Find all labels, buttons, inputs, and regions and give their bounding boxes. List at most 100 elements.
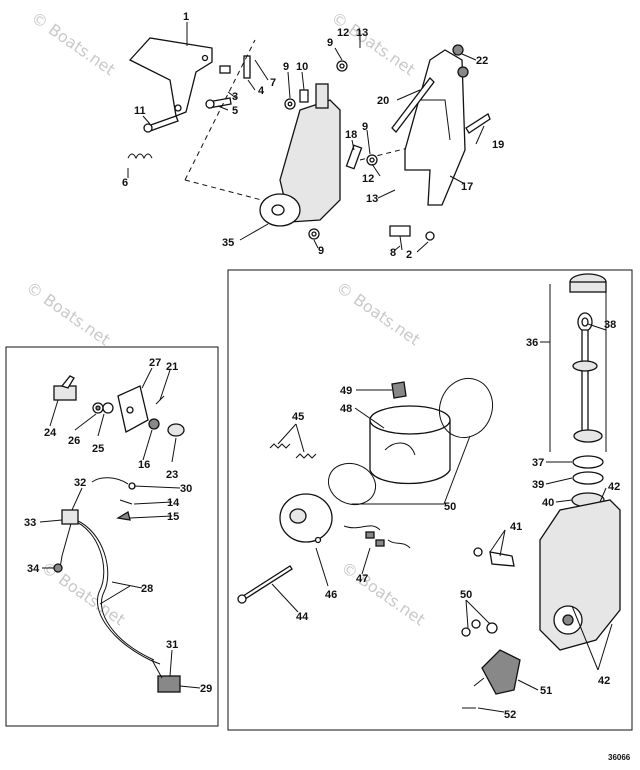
washer: [473, 547, 483, 557]
armature-shaft: [473, 677, 485, 687]
clip: [116, 510, 131, 521]
part-label: 1: [183, 11, 189, 23]
washer: [461, 627, 471, 637]
screw: [119, 499, 133, 505]
part-label: 3: [232, 91, 238, 103]
part-label: 12: [362, 173, 374, 185]
part-label: 38: [604, 319, 616, 331]
through-bolt: [239, 565, 293, 602]
part-label: 22: [476, 55, 488, 67]
brush: [365, 531, 375, 539]
part-label: 45: [292, 411, 304, 423]
brush: [375, 539, 385, 547]
bolt: [465, 113, 491, 134]
part-label: 23: [166, 469, 178, 481]
washer-hole: [369, 157, 375, 163]
reference-code: 36066: [608, 753, 631, 762]
motor-can-wire: [384, 442, 416, 456]
motor-can-rim: [369, 405, 451, 435]
part-label: 31: [166, 639, 178, 651]
nut: [102, 402, 114, 414]
part-label: 18: [345, 129, 357, 141]
watermark: © Boats.net: [28, 8, 119, 80]
part-label: 20: [377, 95, 389, 107]
toggle-switch: [53, 385, 77, 401]
gasket: [439, 377, 493, 439]
end-cap-hole: [314, 536, 322, 544]
part-label: 52: [504, 709, 516, 721]
o-ring: [572, 455, 604, 469]
part-label: 46: [325, 589, 337, 601]
screw-head: [205, 99, 215, 109]
part-label: 48: [340, 403, 352, 415]
wire: [59, 519, 73, 569]
part-label: 13: [356, 27, 368, 39]
brush-wire: [387, 539, 411, 549]
terminal: [53, 563, 63, 573]
spring: [127, 153, 153, 160]
nut: [219, 65, 231, 74]
part-label: 42: [598, 675, 610, 687]
bolt-head: [389, 225, 411, 237]
bolt-head: [237, 594, 247, 604]
tilt-bracket: [404, 49, 466, 206]
part-label: 42: [608, 481, 620, 493]
bracket-hole: [174, 104, 182, 112]
part-label: 9: [283, 61, 289, 73]
part-label: 33: [24, 517, 36, 529]
part-label: 37: [532, 457, 544, 469]
part-label: 9: [318, 245, 324, 257]
pump-body: [279, 99, 341, 223]
plate-hole: [126, 406, 134, 414]
wire: [91, 477, 129, 485]
connector: [61, 509, 79, 525]
part-label: 21: [166, 361, 178, 373]
part-label: 50: [460, 589, 472, 601]
part-label: 35: [222, 237, 234, 249]
part-label: 24: [44, 427, 57, 439]
part-numbers: 1 2 3 4 5 6 7 8 9 9 9 9 10 11 12 12 13 1…: [24, 11, 631, 762]
washer: [425, 231, 435, 241]
part-label: 28: [141, 583, 153, 595]
watermark: © Boats.net: [338, 558, 429, 630]
part-label: 40: [542, 497, 554, 509]
part-label: 11: [134, 105, 146, 117]
part-label: 8: [390, 247, 396, 259]
pin: [345, 144, 363, 170]
wiring-panel-frame: [5, 346, 219, 727]
spring: [295, 453, 317, 459]
end-cap-boss: [289, 508, 307, 524]
part-label: 25: [92, 443, 104, 455]
screw-head: [143, 123, 153, 133]
gear: [562, 614, 574, 626]
part-label: 19: [492, 139, 504, 151]
part-label: 12: [337, 27, 349, 39]
part-label: 29: [200, 683, 212, 695]
right-leaders: [271, 323, 613, 713]
part-label: 50: [444, 501, 456, 513]
washer-hole: [95, 405, 101, 411]
valve: [489, 551, 515, 567]
part-label: 34: [27, 563, 40, 575]
bolt: [243, 55, 251, 79]
part-label: 4: [258, 85, 265, 97]
part-label: 9: [327, 37, 333, 49]
grommet: [148, 418, 160, 430]
part-label: 49: [340, 385, 352, 397]
spring: [269, 443, 291, 449]
pump-panel: [227, 269, 633, 731]
washer: [471, 619, 481, 629]
plug: [157, 675, 181, 693]
pump-rod: [315, 83, 329, 109]
part-label: 30: [180, 483, 192, 495]
part-label: 41: [510, 521, 522, 533]
nut: [457, 66, 469, 78]
part-label: 47: [356, 573, 368, 585]
gasket: [327, 462, 377, 506]
part-label: 15: [167, 511, 179, 523]
part-label: 6: [122, 177, 128, 189]
o-ring: [572, 471, 604, 485]
part-label: 7: [270, 77, 276, 89]
nut: [452, 44, 464, 56]
